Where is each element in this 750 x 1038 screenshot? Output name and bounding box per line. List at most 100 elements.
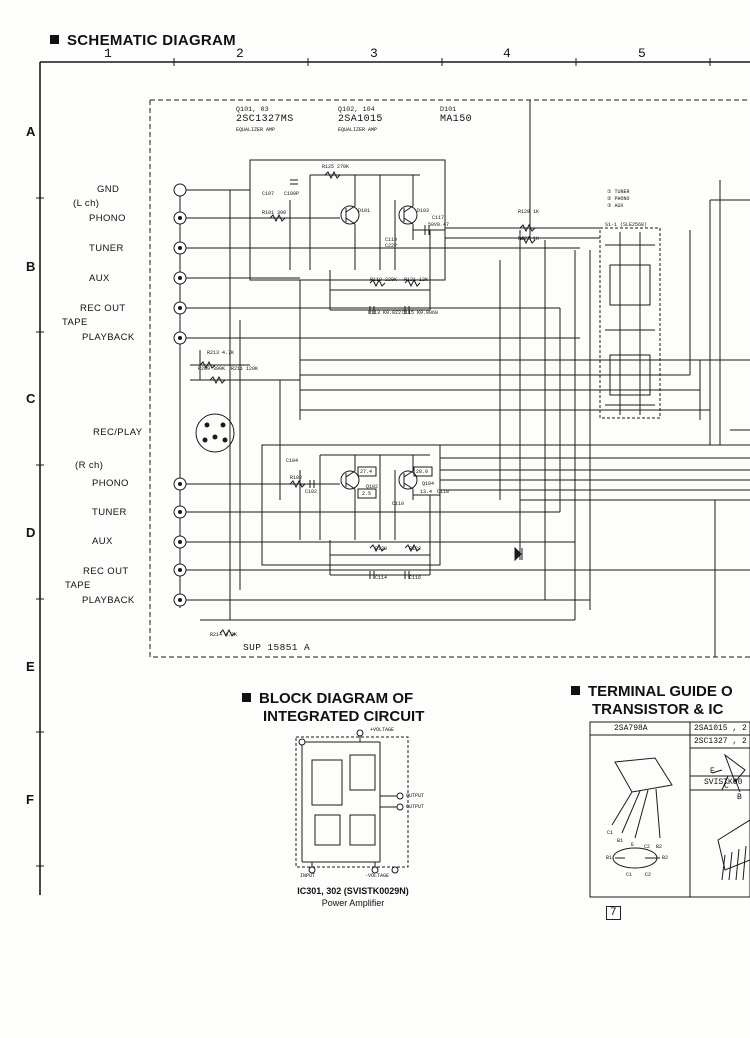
voltage-box — [357, 466, 377, 477]
transistor-q101 — [340, 205, 360, 225]
ic-caption-line1: IC301, 302 (SVISTK0029N) — [297, 886, 409, 896]
row-letter: C — [26, 391, 36, 406]
jack-center — [178, 246, 182, 250]
transistor-package-to92 — [711, 753, 746, 793]
ic-package-sip — [717, 819, 750, 881]
bottom-amp-wiring — [285, 454, 440, 576]
part-type: 2SA1015 — [338, 114, 383, 125]
part-desc: EQUALIZER AMP — [236, 127, 276, 133]
section-bullet — [571, 686, 580, 695]
part-ref: Q101, 03 — [236, 106, 269, 113]
label-playback-r: PLAYBACK — [82, 595, 135, 606]
voltage-box — [357, 488, 377, 499]
terminal-guide-frame — [589, 721, 750, 898]
component-label: C115 K0.0068 — [402, 310, 439, 316]
label-aux-r: AUX — [92, 536, 113, 547]
row-letter: D — [26, 525, 36, 540]
jack-gnd — [173, 183, 187, 197]
ic-pin-label: OUTPUT — [406, 793, 425, 799]
jack-center — [178, 276, 182, 280]
input-selector-switch — [599, 227, 661, 419]
ic-pin-label: INPUT — [300, 873, 316, 879]
wiring-bundle — [190, 100, 750, 657]
component-label: R122 — [409, 546, 422, 552]
diode-d101 — [514, 546, 523, 562]
component-label: R120 — [375, 546, 388, 552]
jack-center — [178, 482, 182, 486]
label-aux-l: AUX — [89, 273, 110, 284]
component-label: C102 — [305, 489, 318, 495]
label-tuner-l: TUNER — [89, 243, 124, 254]
ic-pin-label: +VOLTAGE — [370, 727, 395, 733]
amp-subboard-top — [249, 159, 446, 281]
component-label: C117 — [432, 215, 445, 221]
column-number: 5 — [638, 46, 646, 61]
pin-label: B1 — [617, 838, 624, 844]
ic-caption-line2: Power Amplifier — [321, 898, 385, 908]
component-label: Q102 — [366, 484, 379, 490]
transistor-q104 — [398, 470, 418, 490]
package-label: 2SA1015 , 2 — [694, 724, 747, 733]
label-phono-l: PHONO — [89, 213, 126, 224]
board-label: SUP 15851 A — [243, 642, 311, 653]
section-bullet — [242, 693, 251, 702]
capacitor-symbols — [290, 179, 430, 579]
part-desc: EQUALIZER AMP — [338, 127, 378, 133]
pin-label: B2 — [656, 844, 663, 850]
component-label: C114 — [375, 575, 388, 581]
row-letter: A — [26, 124, 36, 139]
amp-subboard-bottom — [261, 444, 441, 566]
component-label: R214 4.7K — [210, 632, 238, 638]
pin-label: B2 — [662, 855, 669, 861]
pin-label: C2 — [645, 872, 652, 878]
part-ref: D101 — [440, 106, 457, 113]
component-label: R119 220K — [370, 277, 398, 283]
label-phono-r: PHONO — [92, 478, 129, 489]
transistor-q102 — [340, 470, 360, 490]
jack-center — [178, 598, 182, 602]
pin-label: C1 — [626, 872, 633, 878]
switch-label: S1-1 (SLE2568) — [605, 222, 648, 228]
voltage-reading: 2.5 — [362, 491, 372, 497]
board-outline — [149, 99, 750, 658]
terminal-guide-title-1: TERMINAL GUIDE O — [588, 683, 733, 700]
label-playback-l: PLAYBACK — [82, 332, 135, 343]
component-label: C110 — [392, 501, 405, 507]
resistor-symbols — [199, 170, 536, 638]
top-amp-wiring — [265, 174, 445, 311]
voltage-reading: 13.4 — [420, 489, 433, 495]
component-label: C22P — [385, 243, 398, 249]
column-number: 4 — [503, 46, 511, 61]
pin-label: E — [631, 842, 635, 848]
jack-center — [178, 216, 182, 220]
label-tuner-r: TUNER — [92, 507, 127, 518]
label-tape-r: TAPE — [65, 580, 91, 591]
label-rec-out-r: REC OUT — [83, 566, 129, 577]
part-ref: Q102, 104 — [338, 106, 375, 113]
component-label: R209 390K — [198, 366, 226, 372]
switch-legend-item: ③ AUX — [607, 203, 624, 209]
component-label: R127 1K — [518, 236, 540, 242]
component-label: C100P — [284, 191, 300, 197]
component-label: C104 — [286, 458, 299, 464]
row-letter: E — [26, 659, 35, 674]
jack-center — [178, 336, 182, 340]
switch-legend-item: ① TUNER — [607, 189, 630, 195]
jack-center — [178, 510, 182, 514]
component-label: C107 — [262, 191, 275, 197]
voltage-reading: 28.0 — [416, 469, 429, 475]
pin-label: C — [724, 782, 729, 791]
ic-pin-label: -VOLTAGE — [365, 873, 390, 879]
pin-label: C2 — [644, 844, 651, 850]
label-rec-out-l: REC OUT — [80, 303, 126, 314]
transistor-package-2sa798a — [611, 757, 673, 869]
title-bullet — [50, 35, 59, 44]
part-type: MA150 — [440, 114, 473, 125]
pin-label: B1 — [606, 855, 613, 861]
component-label: D101 — [358, 208, 371, 214]
component-label: Q104 — [422, 481, 435, 487]
